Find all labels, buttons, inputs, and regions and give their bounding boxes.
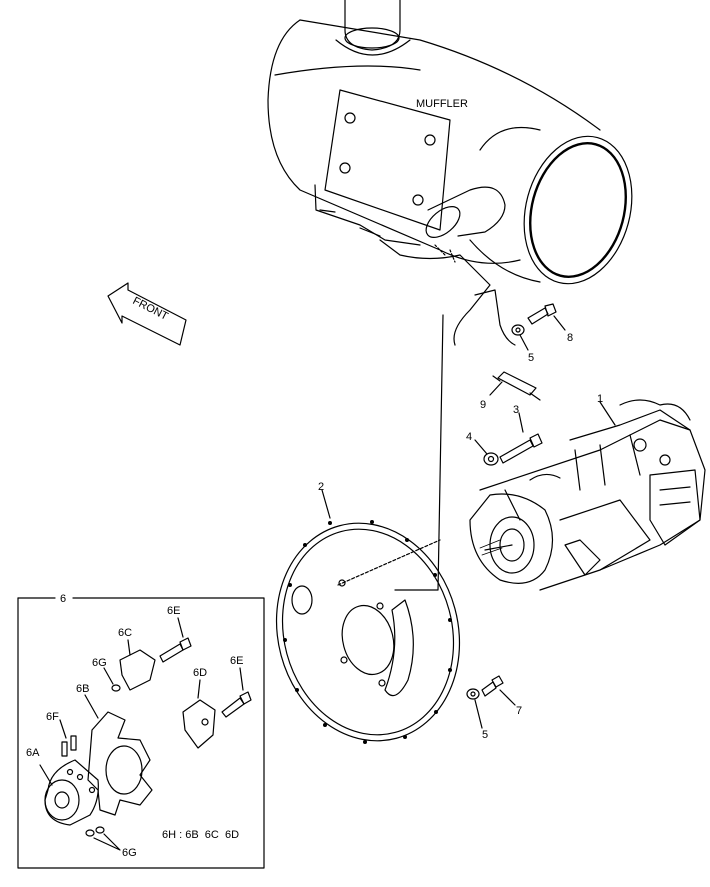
callout-6e-2: 6E xyxy=(230,655,243,667)
muffler-label: MUFFLER xyxy=(416,98,468,110)
callout-6d: 6D xyxy=(193,667,207,679)
legend-note: 6H : 6B 6C 6D xyxy=(162,829,239,841)
coupling-bolt-6e-2 xyxy=(221,667,252,718)
callout-8: 8 xyxy=(567,332,573,344)
callout-6g-2: 6G xyxy=(122,847,137,859)
pins-6g xyxy=(85,667,121,851)
front-label: FRONT xyxy=(131,295,170,323)
callout-4: 4 xyxy=(466,431,472,443)
coupling-hub-6a xyxy=(39,759,99,826)
flywheel-plate xyxy=(275,520,461,744)
callout-6: 6 xyxy=(60,593,66,605)
callout-5-top: 5 xyxy=(528,352,534,364)
bolt-3 xyxy=(499,412,543,464)
washer-5-top xyxy=(511,324,529,351)
coupling-jaw-6d xyxy=(182,679,216,749)
callout-7: 7 xyxy=(516,705,522,717)
callout-9: 9 xyxy=(480,399,486,411)
callout-6e-1: 6E xyxy=(167,605,180,617)
washer-5-bottom xyxy=(466,688,483,729)
callout-2: 2 xyxy=(318,481,324,493)
callout-6c: 6C xyxy=(118,627,132,639)
callout-5-bottom: 5 xyxy=(482,729,488,741)
sensor-9 xyxy=(489,371,541,401)
coupling-jaw-6c xyxy=(119,639,156,691)
callout-6f: 6F xyxy=(46,711,59,723)
callout-6a: 6A xyxy=(26,747,40,759)
callout-6b: 6B xyxy=(76,683,89,695)
bolt-8 xyxy=(527,303,566,331)
muffler xyxy=(267,0,633,346)
front-arrow xyxy=(107,282,187,346)
coupling-spider-6b xyxy=(84,694,153,816)
bolt-7 xyxy=(481,675,516,706)
coupling-bolt-6e-1 xyxy=(159,617,192,663)
hydraulic-pump xyxy=(469,399,706,591)
callout-6g-1: 6G xyxy=(92,657,107,669)
set-screws-6f xyxy=(59,719,77,757)
callout-1: 1 xyxy=(597,393,603,405)
coupling-detail-box xyxy=(17,597,265,869)
callout-3: 3 xyxy=(513,404,519,416)
washer-4 xyxy=(474,439,499,466)
